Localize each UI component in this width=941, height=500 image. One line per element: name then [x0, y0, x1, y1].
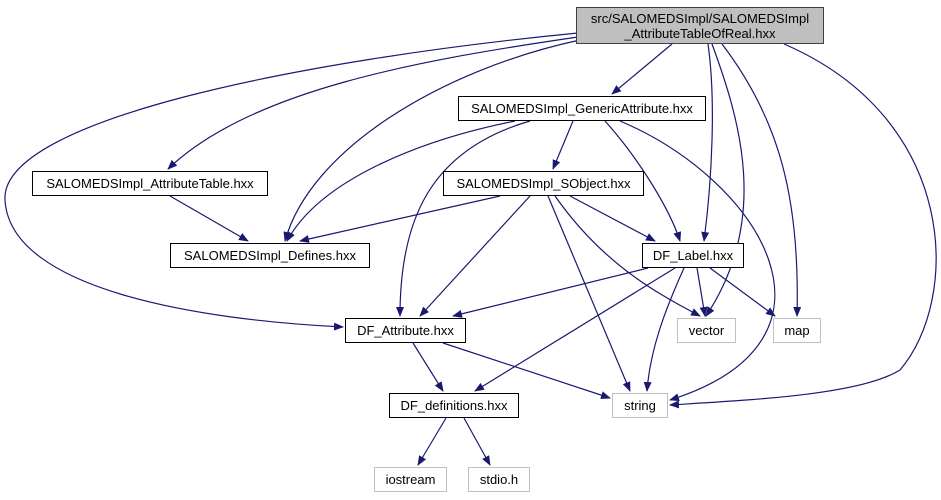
node-generic-attribute[interactable]: SALOMEDSImpl_GenericAttribute.hxx: [458, 96, 706, 121]
node-label: string: [624, 398, 656, 413]
node-map: map: [773, 318, 821, 343]
node-attribute-table[interactable]: SALOMEDSImpl_AttributeTable.hxx: [32, 171, 268, 196]
edge-dfdefs-to-stdio: [463, 417, 491, 466]
edge-sobject-to-dflabel: [569, 195, 656, 242]
root-label-line2: _AttributeTableOfReal.hxx: [624, 25, 776, 41]
node-sobject[interactable]: SALOMEDSImpl_SObject.hxx: [443, 171, 644, 196]
edge-generic-to-sobject: [552, 120, 574, 170]
node-df-definitions[interactable]: DF_definitions.hxx: [389, 393, 519, 418]
node-iostream: iostream: [374, 467, 447, 492]
edge-dfattr-to-string: [442, 342, 611, 399]
node-df-attribute[interactable]: DF_Attribute.hxx: [345, 318, 466, 343]
edge-dfattr-to-dfdefs: [412, 342, 444, 392]
edge-generic-to-string: [619, 120, 776, 402]
edge-dflabel-to-dfattr: [452, 267, 649, 318]
edge-attrtable-to-defines: [169, 195, 249, 242]
node-label: vector: [688, 323, 725, 338]
edge-sobject-to-dfattr: [419, 195, 531, 317]
edge-dflabel-to-dfdefs: [474, 267, 676, 392]
node-string: string: [612, 393, 668, 418]
node-root-file[interactable]: src/SALOMEDSImpl/SALOMEDSImpl _Attribute…: [576, 7, 824, 44]
edge-root-to-vector: [705, 43, 745, 317]
node-label: map: [784, 323, 810, 338]
edge-dflabel-to-map: [709, 267, 776, 317]
edge-root-to-map: [721, 43, 802, 317]
node-label: SALOMEDSImpl_AttributeTable.hxx: [46, 176, 254, 191]
edge-root-to-generic: [611, 43, 673, 95]
edge-dfdefs-to-iostream: [417, 417, 447, 466]
node-label: DF_Attribute.hxx: [357, 323, 454, 338]
edge-root-to-dflabel: [701, 43, 713, 242]
node-label: SALOMEDSImpl_SObject.hxx: [456, 176, 631, 191]
edge-dflabel-to-string: [643, 267, 685, 392]
edge-sobject-to-string: [547, 195, 631, 392]
node-label: SALOMEDSImpl_GenericAttribute.hxx: [471, 101, 693, 116]
edge-sobject-to-defines: [299, 195, 501, 243]
node-label: iostream: [385, 472, 436, 487]
node-df-label[interactable]: DF_Label.hxx: [642, 243, 744, 268]
edge-root-to-attrtable: [167, 36, 579, 170]
edge-root-to-string: [669, 43, 937, 409]
node-label: stdio.h: [479, 472, 519, 487]
edge-root-to-defines: [283, 39, 581, 242]
node-label: SALOMEDSImpl_Defines.hxx: [184, 248, 356, 263]
node-stdio: stdio.h: [468, 467, 530, 492]
edge-generic-to-defines: [286, 120, 516, 242]
edge-sobject-to-vector: [554, 195, 701, 317]
edge-root-to-dfattr: [4, 32, 579, 331]
node-defines[interactable]: SALOMEDSImpl_Defines.hxx: [170, 243, 370, 268]
edge-dflabel-to-vector: [696, 267, 708, 317]
node-label: DF_definitions.hxx: [400, 398, 508, 413]
root-label-line1: src/SALOMEDSImpl/SALOMEDSImpl: [590, 10, 810, 26]
node-label: DF_Label.hxx: [652, 248, 734, 263]
edge-generic-to-dfattr: [396, 120, 531, 317]
edge-generic-to-dflabel: [604, 120, 682, 242]
node-vector: vector: [677, 318, 736, 343]
edges-layer: [4, 32, 937, 466]
